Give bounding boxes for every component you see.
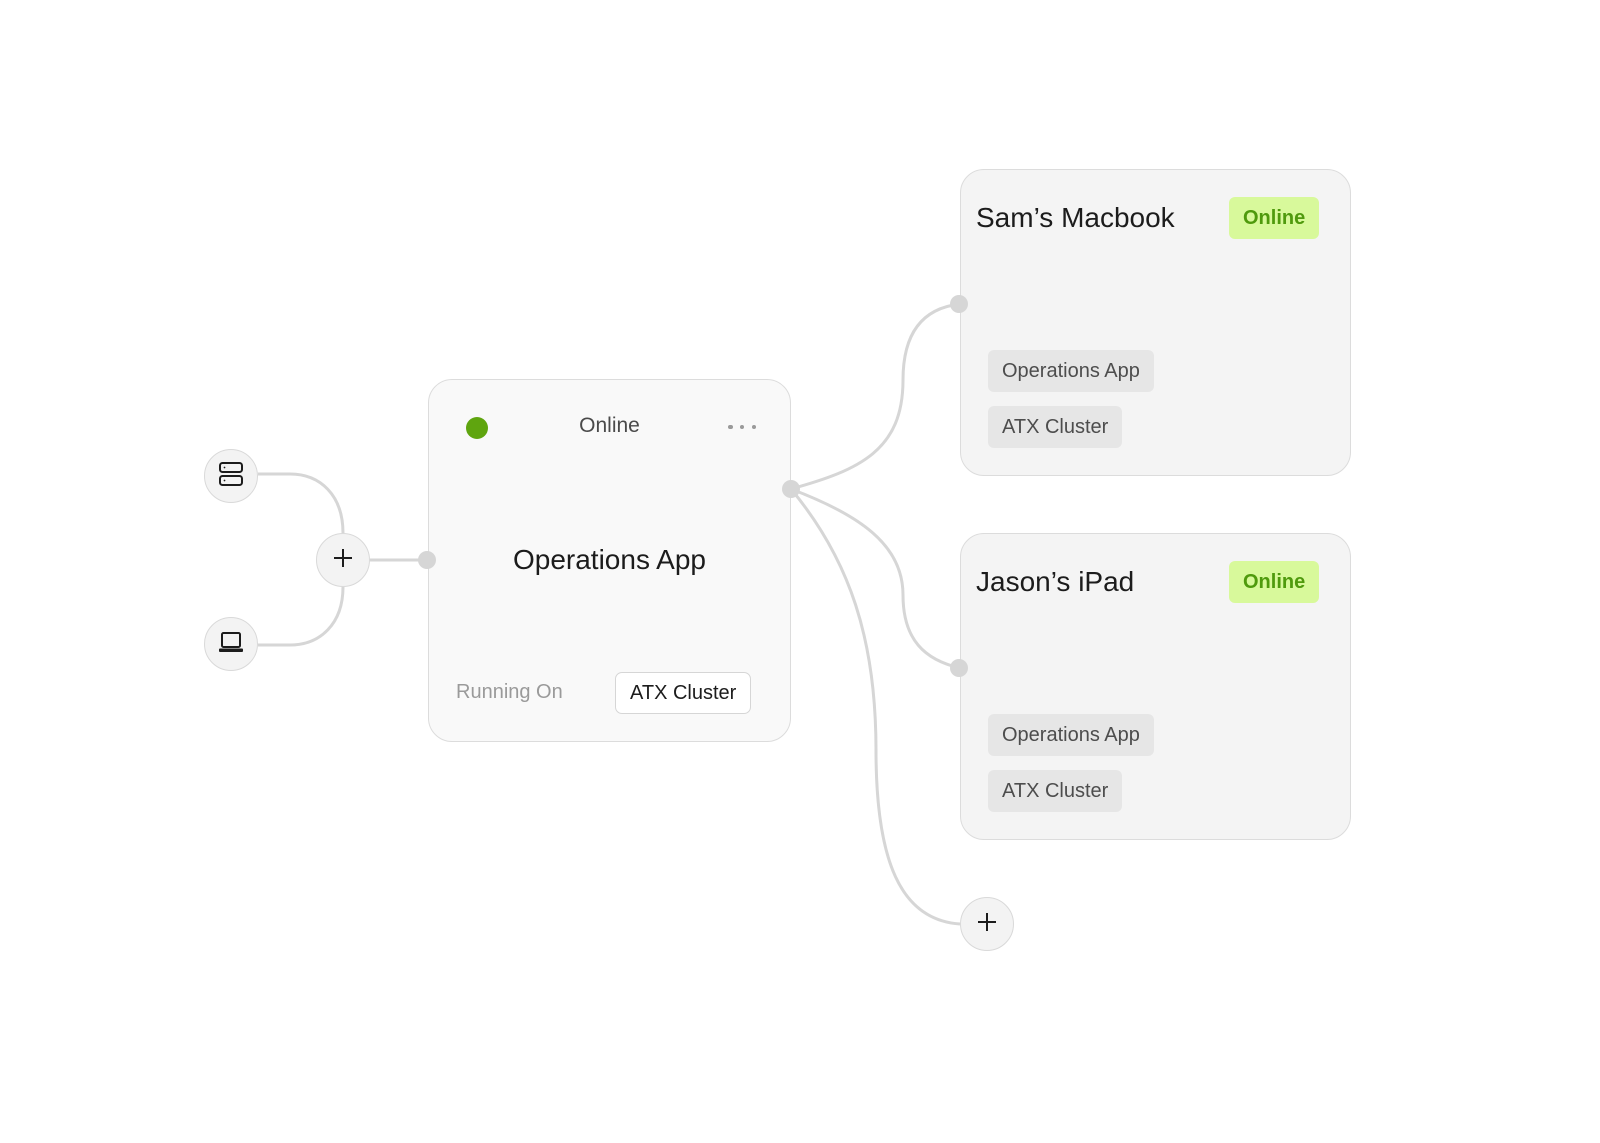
tag-chip[interactable]: Operations App xyxy=(988,714,1154,756)
plus-icon xyxy=(332,547,354,574)
device-name: Sam’s Macbook xyxy=(976,202,1175,233)
tag-chip[interactable]: ATX Cluster xyxy=(988,770,1123,812)
plus-icon xyxy=(976,911,998,938)
status-badge: Online xyxy=(1229,561,1320,603)
node-status: Online xyxy=(579,414,640,437)
device-card-sams-macbook[interactable]: Sam’s Macbook Online Operations App ATX … xyxy=(960,169,1351,476)
tag-chip[interactable]: Operations App xyxy=(988,350,1154,392)
operations-app-node[interactable]: Online Operations App Running On ATX Clu… xyxy=(428,379,791,742)
more-dot xyxy=(739,424,745,430)
laptop-icon xyxy=(218,629,244,660)
device-card-jasons-ipad[interactable]: Jason’s iPad Online Operations App ATX C… xyxy=(960,533,1351,840)
server-input-button[interactable] xyxy=(204,449,258,503)
laptop-input-button[interactable] xyxy=(204,617,258,671)
tag-chip[interactable]: ATX Cluster xyxy=(988,406,1123,448)
status-indicator-icon xyxy=(466,417,488,439)
more-options-button[interactable] xyxy=(728,416,756,438)
more-dot xyxy=(728,424,733,430)
more-dot xyxy=(751,424,756,430)
main-output-port[interactable] xyxy=(782,480,800,498)
jasons-ipad-input-port[interactable] xyxy=(950,659,968,677)
node-title: Operations App xyxy=(512,544,707,575)
main-input-port[interactable] xyxy=(418,551,436,569)
device-name: Jason’s iPad xyxy=(976,566,1135,597)
sams-macbook-input-port[interactable] xyxy=(950,295,968,313)
running-on-cluster-chip[interactable]: ATX Cluster xyxy=(615,672,752,714)
add-output-button[interactable] xyxy=(960,897,1014,951)
status-badge: Online xyxy=(1229,197,1320,239)
merge-plus-button[interactable] xyxy=(316,533,370,587)
running-on-label: Running On xyxy=(456,681,563,703)
server-icon xyxy=(218,461,244,492)
